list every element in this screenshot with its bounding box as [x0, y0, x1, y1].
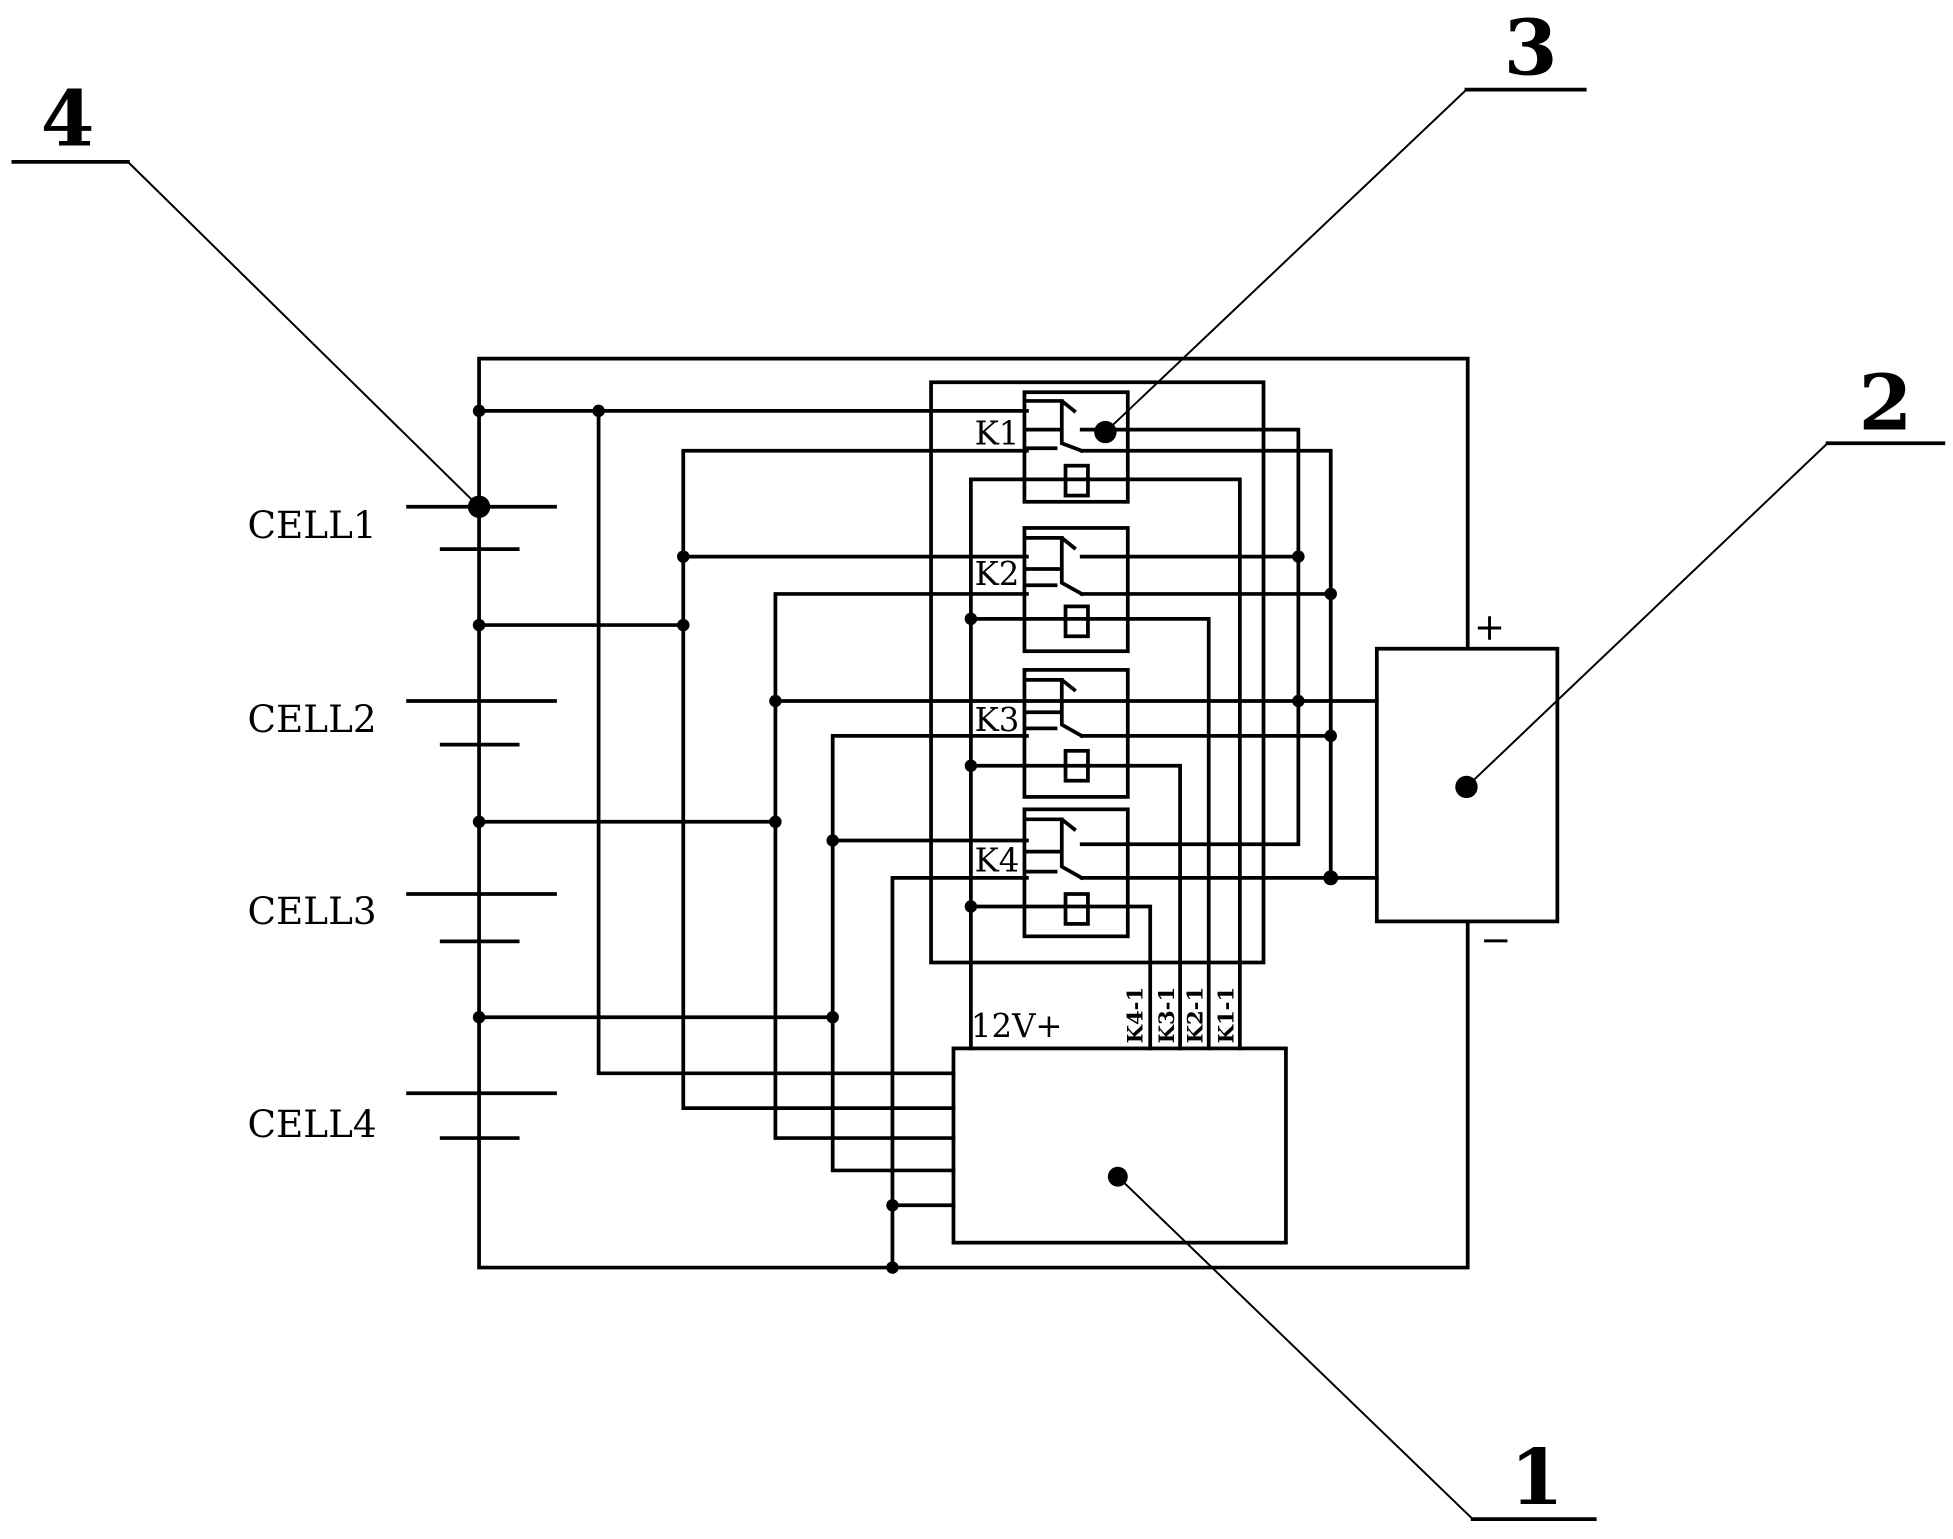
relay-label: K3 [975, 701, 1020, 739]
wiring [479, 411, 1377, 1268]
output-label: K4-1 [1123, 987, 1148, 1044]
callout-1: 1 [1510, 1433, 1564, 1523]
cell-label: CELL4 [247, 1102, 376, 1146]
relay-label: K2 [975, 555, 1020, 593]
relay-label: K1 [975, 415, 1020, 453]
callout-4: 4 [41, 75, 95, 165]
controller-box [953, 1048, 1285, 1242]
relays: K1 K2 K3 K4 [975, 392, 1128, 936]
cell-label: CELL1 [247, 503, 376, 547]
output-label: K1-1 [1214, 987, 1239, 1044]
supply-label: 12V+ [971, 1007, 1063, 1045]
callout-3: 3 [1504, 4, 1558, 94]
callout-2: 2 [1859, 359, 1913, 449]
output-label: K2-1 [1182, 987, 1207, 1044]
cell-label: CELL3 [247, 889, 376, 933]
cell-label: CELL2 [247, 697, 376, 741]
relay-label: K4 [975, 842, 1020, 880]
outer-loop-wire [479, 359, 1468, 1268]
callouts: 1 2 3 4 [13, 4, 1943, 1523]
minus-terminal-label: − [1480, 918, 1511, 962]
output-label: K3-1 [1154, 987, 1179, 1044]
battery-cells: CELL1 CELL2 CELL3 CELL4 [247, 503, 555, 1146]
plus-terminal-label: + [1474, 605, 1505, 649]
